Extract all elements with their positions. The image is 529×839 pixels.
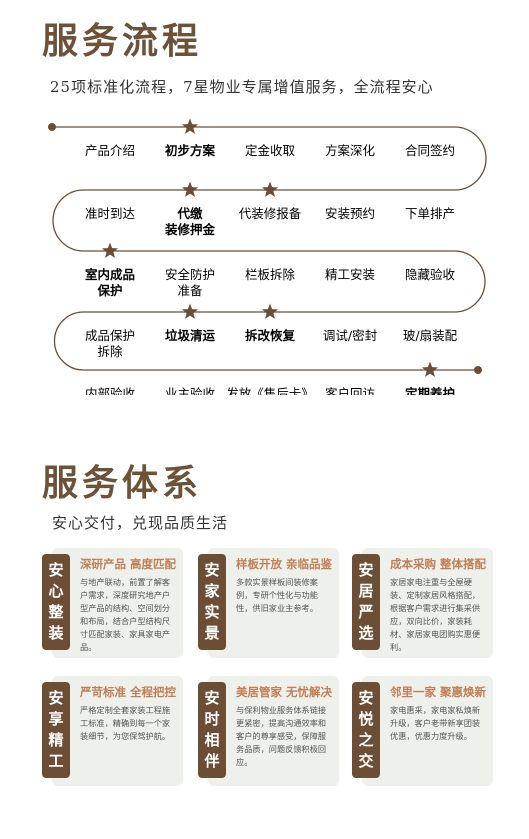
flow-step-label: 代装修报备 [239, 206, 302, 221]
service-card-6: 安悦之交 邻里一家 聚惠焕新 家电惠采，家电家私焕新升级，客户老带新享团装优惠，… [352, 676, 493, 786]
flow-step-label: 室内成品保护 [85, 267, 135, 298]
flow-step-label: 隐藏验收 [405, 267, 456, 282]
card-badge: 安享精工 [42, 682, 70, 778]
flow-step-label: 定金收取 [245, 143, 296, 158]
flow-step-label: 代缴装修押金 [164, 206, 216, 237]
star-icon [181, 181, 199, 197]
flow-step-label: 方案深化 [325, 143, 376, 158]
flow-step-label: 调试/密封 [323, 328, 377, 343]
flow-step-label: 栏板拆除 [245, 267, 296, 282]
flow-step-label: 下单排产 [405, 206, 455, 221]
flow-step-label: 初步方案 [165, 143, 216, 158]
service-card-1: 安心整装 深研产品 高度匹配 与地产联动，前置了解客户需求，深度研究地产户型产品… [42, 548, 183, 658]
card-body: 严格定制全套家装工程施工标准，精确到每一个家装细节，为您保驾护航。 [80, 705, 171, 741]
card-title: 深研产品 高度匹配 [80, 557, 177, 571]
flow-step-label: 定期养护 [404, 386, 455, 395]
card-body: 与地产联动，前置了解客户需求，深度研究地产户型产品的结构、空间划分和布局，结合户… [80, 577, 171, 652]
card-body: 家居家电注重与全屋硬装、定制家居风格搭配，根据客户需求进行集采供应，双向比价，家… [390, 577, 481, 652]
flow-line [52, 126, 487, 371]
flow-step-label: 合同签约 [405, 143, 455, 158]
flow-step-label: 玻/扇装配 [403, 328, 458, 343]
service-card-2: 安家实景 样板开放 亲临品鉴 多款实景样板间装修案例，专研个性化与功能性，供旧家… [198, 548, 339, 658]
star-icon [261, 181, 279, 197]
star-icon [101, 242, 119, 258]
flow-start-dot [48, 123, 56, 131]
service-card-5: 安时相伴 美居管家 无忧解决 与保利物业服务体系链接更紧密，提高沟通效率和客户的… [198, 676, 339, 786]
card-badge: 安居严选 [352, 554, 380, 650]
star-icon [421, 361, 439, 377]
card-badge: 安心整装 [42, 554, 70, 650]
star-icon [261, 303, 279, 319]
section1-title: 服务流程 [42, 20, 203, 62]
card-title: 邻里一家 聚惠焕新 [390, 685, 487, 699]
flow-end-dot [474, 366, 482, 374]
card-body: 多款实景样板间装修案例，专研个性化与功能性，供旧家业主参考。 [236, 577, 318, 613]
star-icon [181, 118, 199, 134]
service-card-3: 安居严选 成本采购 整体搭配 家居家电注重与全屋硬装、定制家居风格搭配，根据客户… [352, 548, 493, 658]
card-title: 样板开放 亲临品鉴 [236, 557, 333, 571]
flow-step-label: 产品介绍 [85, 143, 135, 158]
card-body: 家电惠采，家电家私焕新升级，客户老带新享团装优惠，优惠力度升级。 [390, 705, 481, 741]
service-card-4: 安享精工 严苛标准 全程把控 严格定制全套家装工程施工标准，精确到每一个家装细节… [42, 676, 183, 786]
section2-subtitle: 安心交付，兑现品质生活 [52, 514, 229, 532]
star-icon [181, 303, 199, 319]
flow-step-label: 精工安装 [325, 267, 375, 282]
card-badge: 安家实景 [198, 554, 226, 650]
card-title: 成本采购 整体搭配 [390, 557, 487, 571]
card-badge: 安悦之交 [352, 682, 380, 778]
flow-step-label: 内部验收 [85, 386, 136, 395]
flow-step-label: 安全防护准备 [165, 267, 215, 298]
flow-step-label: 垃圾清运 [165, 328, 216, 343]
section1-subtitle: 25项标准化流程，7星物业专属增值服务，全流程安心 [50, 78, 434, 96]
flow-step-label: 拆改恢复 [245, 328, 296, 343]
card-body: 与保利物业服务体系链接更紧密，提高沟通效率和客户的尊享感受，保障服务品质，问题反… [236, 705, 327, 767]
card-title: 严苛标准 全程把控 [80, 685, 177, 699]
card-title: 美居管家 无忧解决 [236, 685, 333, 699]
flow-step-label: 安装预约 [325, 206, 375, 221]
section2-title: 服务体系 [42, 462, 203, 504]
flow-step-label: 准时到达 [85, 206, 136, 221]
flow-step-label: 成品保护拆除 [85, 328, 135, 359]
flow-step-label: 业主验收 [165, 386, 216, 395]
flow-step-label: 客户回访 [325, 386, 375, 395]
flow-step-label: 发放《售后卡》 [226, 386, 314, 395]
card-badge: 安时相伴 [198, 682, 226, 778]
flow-path-line [48, 123, 487, 374]
